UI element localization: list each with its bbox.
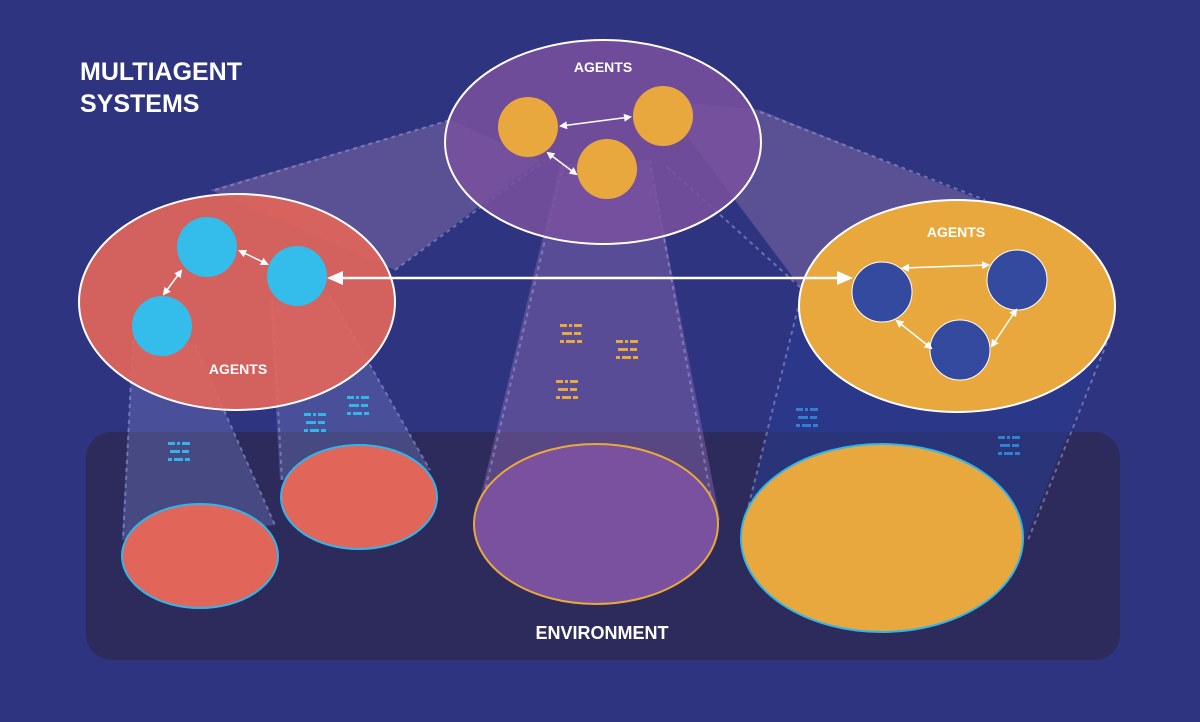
agent-group-left-boundary: [78, 193, 396, 411]
message-signal-icon: [998, 436, 1020, 455]
bidirectional-arrow-icon: [901, 261, 990, 272]
message-signal-icon: [560, 324, 582, 343]
agent-node: [132, 296, 192, 356]
agent-group-right: AGENTS: [798, 199, 1116, 413]
agent-node: [633, 86, 693, 146]
agent-node: [498, 97, 558, 157]
bidirectional-arrow-icon: [559, 113, 632, 130]
agent-node: [929, 319, 991, 381]
message-signal-icon: [347, 396, 369, 415]
environment-label: ENVIRONMENT: [535, 623, 668, 643]
env-patch-purple: [473, 443, 719, 605]
bidirectional-arrow-icon: [990, 308, 1018, 348]
message-signal-icon: [616, 340, 638, 359]
agent-group-right-boundary: [798, 199, 1116, 413]
page-title-line-2: SYSTEMS: [80, 90, 199, 118]
bidirectional-arrow-icon: [238, 249, 269, 266]
message-signal-icon: [168, 442, 190, 461]
agent-group-left: AGENTS: [78, 193, 396, 411]
env-patch-coral-2: [280, 444, 438, 550]
agent-node: [577, 139, 637, 199]
bidirectional-arrow-icon: [546, 151, 578, 176]
message-signal-icon: [556, 380, 578, 399]
agent-group-top: AGENTS: [444, 39, 762, 245]
message-signal-icon: [796, 408, 818, 427]
agent-group-right-label: AGENTS: [927, 224, 985, 240]
page-title-line-1: MULTIAGENT: [80, 58, 242, 86]
agent-node: [177, 217, 237, 277]
message-signal-icon: [304, 413, 326, 432]
env-patch-coral-1: [121, 503, 279, 609]
agent-node: [267, 246, 327, 306]
env-patch-amber: [740, 443, 1024, 633]
agent-node: [986, 249, 1048, 311]
bidirectional-arrow-icon: [895, 319, 933, 350]
agent-node: [851, 261, 913, 323]
agent-group-top-label: AGENTS: [574, 59, 632, 75]
signal-icons: [168, 324, 1020, 461]
agent-group-left-label: AGENTS: [209, 361, 267, 377]
bidirectional-arrow-icon: [162, 269, 183, 296]
environment-patches: [121, 443, 1024, 633]
